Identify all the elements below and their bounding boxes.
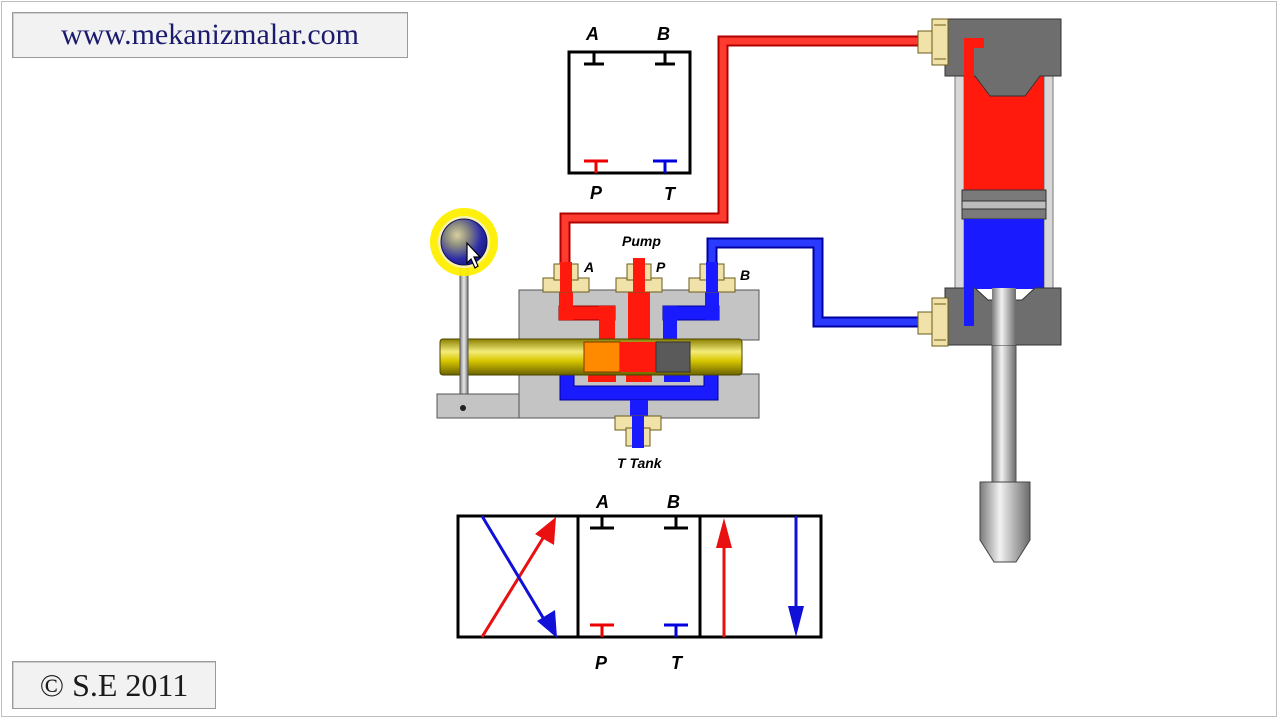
pump-passage (628, 290, 650, 342)
bottom-port-p-label: P (595, 653, 608, 673)
top-port-p-label: P (590, 183, 603, 203)
rod-tip (979, 481, 1031, 563)
valve-port-p-fitting (615, 258, 663, 293)
mouse-cursor-icon (466, 241, 482, 269)
arrow-down-icon (537, 610, 557, 638)
bottom-symbol-right-block (698, 514, 823, 639)
bottom-port-a-label: A (595, 492, 609, 512)
bottom-valve-symbol: A B P T (456, 492, 823, 673)
bottom-port-b-label: B (667, 492, 680, 512)
tank-label: T Tank (617, 455, 663, 471)
top-port-a-label: A (585, 24, 599, 44)
top-port-b-label: B (657, 24, 670, 44)
top-symbol-frame (567, 50, 692, 175)
valve-port-p-label: P (656, 259, 666, 275)
bottom-symbol-center-block (576, 514, 702, 639)
top-valve-symbol: A B P T (567, 24, 692, 204)
arrow-down-icon (788, 606, 804, 637)
hydraulic-cylinder (917, 18, 1062, 563)
valve-port-b-fitting (688, 262, 736, 293)
lever-handle[interactable] (430, 208, 498, 395)
cylinder-bottom-fitting (917, 297, 949, 347)
copyright-label: © S.E 2011 (12, 661, 216, 709)
top-port-t-label: T (664, 184, 677, 204)
valve-body: Pump A P B T Tank (436, 233, 760, 471)
arrow-up-icon (535, 517, 556, 545)
site-url-label[interactable]: www.mekanizmalar.com (12, 12, 408, 58)
valve-port-b-label: B (740, 267, 750, 283)
valve-tank-fitting (614, 415, 662, 448)
lever-base (436, 393, 522, 419)
pump-label: Pump (622, 233, 661, 249)
valve-port-a-label: A (583, 259, 594, 275)
cylinder-top-fitting (917, 18, 949, 66)
lever-knob (440, 218, 488, 266)
lever-stem (459, 259, 469, 395)
hydraulic-lines (559, 35, 945, 328)
bottom-port-t-label: T (671, 653, 684, 673)
valve-port-a-fitting (542, 262, 590, 293)
return-line (708, 239, 945, 326)
pressure-line (561, 37, 945, 290)
arrow-up-icon (716, 518, 732, 548)
piston (961, 189, 1047, 202)
